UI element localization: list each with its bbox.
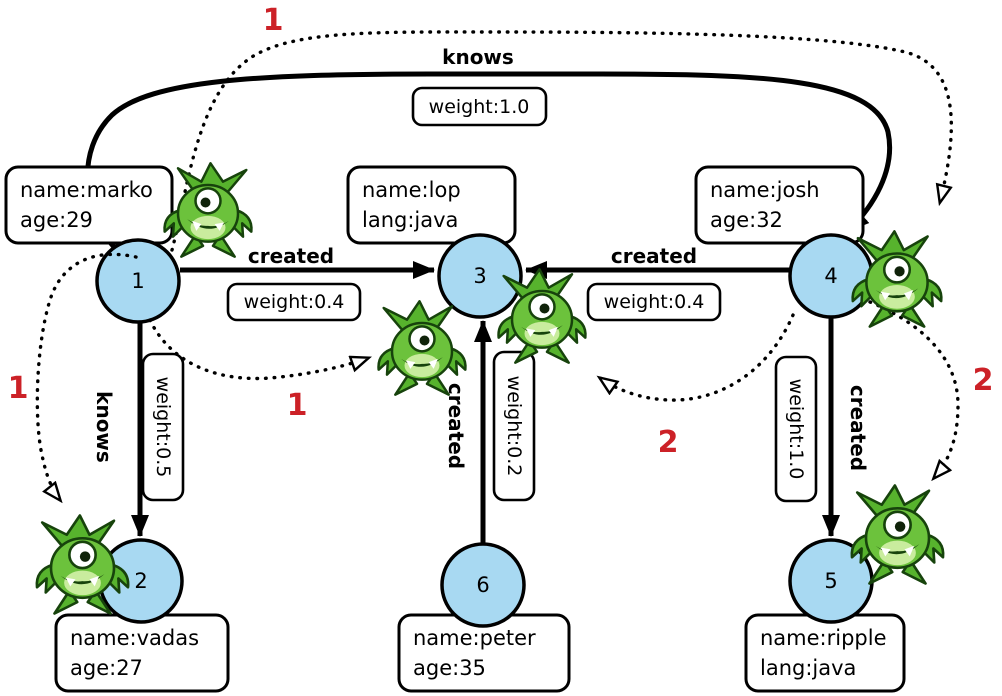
traversal-path-right [868, 300, 960, 478]
vertex-5-id: 5 [824, 569, 837, 593]
vertex-1-circle [95, 238, 181, 324]
weight-box-created-right [586, 282, 722, 322]
vertex-ids: 1 3 4 2 6 5 [131, 264, 837, 597]
property-line: name:marko [20, 178, 153, 202]
gremlin-icon [163, 162, 253, 258]
property-line: age:35 [413, 656, 486, 680]
properties-box-josh [694, 165, 865, 245]
edge-label-knows-top: knows [442, 45, 514, 69]
solid-edges [84, 71, 892, 543]
traversal-path-center-right [600, 313, 795, 402]
weight-text-created-right: weight:0.4 [604, 291, 705, 313]
edge-label-created-middle-vertical: created [444, 383, 468, 469]
weight-box-created-right-vertical [774, 355, 818, 503]
edge-labels: knows weight:1.0 created weight:0.4 crea… [90, 43, 873, 503]
property-line: lang:java [362, 208, 458, 232]
weight-text-knows-top: weight:1.0 [429, 96, 530, 118]
property-line: name:ripple [760, 626, 887, 650]
weight-text-created-right-vertical: weight:1.0 [785, 379, 807, 480]
vertex-3-circle [437, 233, 523, 319]
traversal-step-number: 2 [973, 363, 994, 398]
property-line: age:29 [20, 208, 93, 232]
traversal-step-numbers: 1 1 1 2 2 [5, 1, 996, 463]
vertex-6-circle [440, 542, 526, 628]
property-line: name:josh [710, 178, 820, 202]
vertex-property-boxes: name:marko age:29 name:lop lang:java nam… [4, 165, 906, 693]
vertex-2-id: 2 [134, 569, 147, 593]
properties-box-marko [4, 165, 174, 245]
weight-box-created-left [226, 282, 362, 322]
edge-label-created-right: created [611, 244, 697, 268]
property-line: age:32 [710, 208, 783, 232]
edge-knows-1-4 [84, 71, 892, 249]
gremlin-icon [851, 230, 943, 328]
traversal-step-number: 1 [8, 371, 29, 406]
weight-text-created-middle-vertical: weight:0.2 [503, 376, 525, 477]
properties-box-lop [346, 165, 517, 245]
weight-box-knows-top [411, 86, 548, 127]
vertex-4-id: 4 [824, 264, 837, 288]
property-line: name:lop [362, 178, 461, 202]
weight-box-created-middle-vertical [492, 350, 536, 502]
weight-box-knows-vertical [141, 352, 185, 502]
edge-label-created-right-vertical: created [846, 385, 870, 471]
traversal-path-left [35, 252, 138, 500]
traversal-step-number: 2 [658, 425, 679, 460]
weight-text-knows-vertical: weight:0.5 [152, 377, 174, 478]
vertex-1-id: 1 [131, 269, 144, 293]
property-line: name:vadas [70, 626, 199, 650]
weight-text-created-left: weight:0.4 [244, 291, 345, 313]
vertex-3-id: 3 [473, 264, 486, 288]
traversal-step-number: 1 [287, 388, 308, 423]
property-line: lang:java [760, 656, 856, 680]
property-line: age:27 [70, 656, 143, 680]
traversal-step-number: 1 [263, 3, 284, 38]
edge-label-created-left: created [248, 244, 334, 268]
gremlin-icon [377, 300, 467, 396]
vertex-6-id: 6 [476, 573, 489, 597]
edge-label-knows-vertical: knows [92, 391, 116, 463]
property-line: name:peter [413, 626, 536, 650]
gremlin-icon [497, 268, 587, 364]
traversal-paths [35, 30, 960, 500]
